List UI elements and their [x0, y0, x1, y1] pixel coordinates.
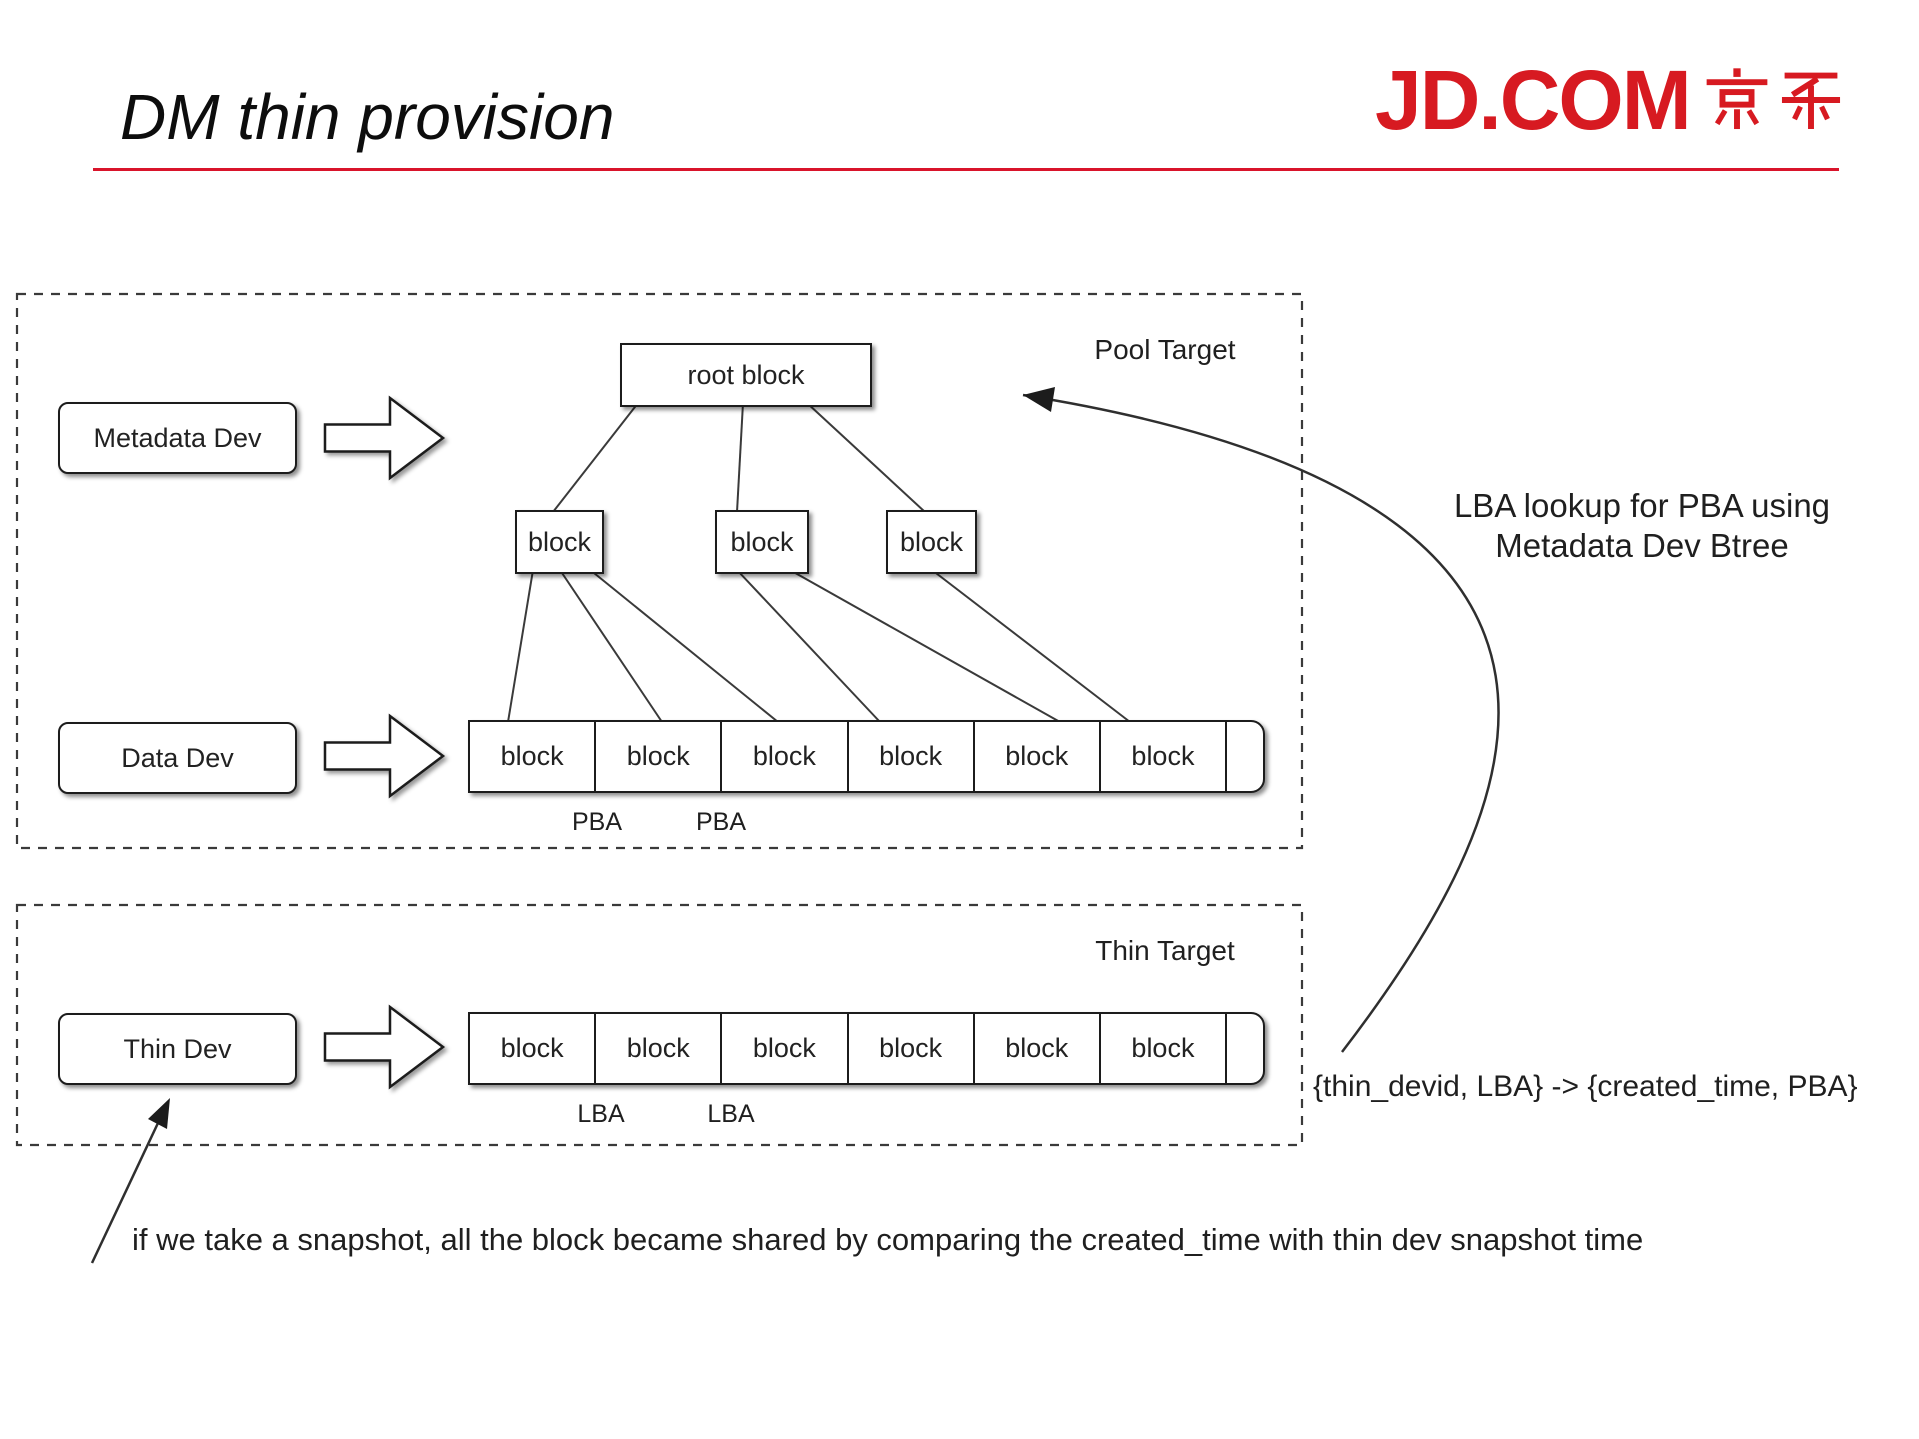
block-cell: block [596, 722, 723, 791]
btree-edges [507, 402, 1131, 723]
pool-target-label: Pool Target [1094, 334, 1236, 365]
thin-dev-arrow-icon [323, 1004, 446, 1090]
pool-target-box [15, 292, 1304, 850]
lookup-arrowhead-icon [1023, 387, 1055, 412]
hanzi-jing-icon [1706, 68, 1768, 130]
jd-logo: JD.COM [1375, 58, 1844, 142]
btree-block-box: block [886, 510, 977, 574]
lookup-annotation-line2: Metadata Dev Btree [1495, 527, 1789, 564]
block-cell: block [849, 1014, 975, 1083]
data-dev-arrow-icon [323, 713, 446, 799]
thin-target-box [15, 903, 1304, 1147]
lookup-annotation-line1: LBA lookup for PBA using [1453, 487, 1831, 524]
block-cell: block [849, 722, 975, 791]
jd-hanzi-logo-icon [1704, 67, 1844, 133]
block-cell: block [975, 722, 1101, 791]
thin-dev-box: Thin Dev [58, 1013, 297, 1085]
btree-block-box: block [715, 510, 809, 574]
pba-label: PBA [571, 808, 623, 836]
snapshot-arrowhead-icon [148, 1098, 170, 1129]
hanzi-dong-icon [1781, 72, 1840, 130]
block-cell: block [722, 1014, 849, 1083]
block-cell: block [975, 1014, 1101, 1083]
jd-logo-text: JD.COM [1375, 53, 1692, 147]
lookup-annotation: LBA lookup for PBA using Metadata Dev Bt… [1442, 486, 1842, 566]
block-cell: block [596, 1014, 723, 1083]
block-cell: block [1101, 722, 1228, 791]
lba-label: LBA [577, 1100, 625, 1128]
thin-block-row: block block block block block block [468, 1012, 1265, 1085]
title-underline [93, 168, 1839, 171]
metadata-dev-arrow-icon [323, 395, 446, 481]
data-block-row: block block block block block block [468, 720, 1265, 793]
block-cell: block [470, 1014, 597, 1083]
root-block-box: root block [620, 343, 872, 407]
row-stub-cell [1227, 722, 1263, 791]
block-cell: block [1101, 1014, 1228, 1083]
data-dev-box: Data Dev [58, 722, 297, 794]
thin-target-label: Thin Target [1095, 935, 1235, 966]
block-cell: block [722, 722, 849, 791]
snapshot-note: if we take a snapshot, all the block bec… [132, 1222, 1644, 1257]
row-stub-cell [1227, 1014, 1263, 1083]
page-title: DM thin provision [120, 81, 615, 153]
block-cell: block [470, 722, 597, 791]
lookup-curved-arrow [1022, 393, 1500, 1053]
btree-block-box: block [515, 510, 604, 574]
mapping-annotation: {thin_devid, LBA} -> {created_time, PBA} [1313, 1070, 1858, 1103]
pba-label: PBA [695, 808, 747, 836]
metadata-dev-box: Metadata Dev [58, 402, 297, 474]
lba-label: LBA [707, 1100, 755, 1128]
snapshot-pointer-line [90, 1122, 160, 1264]
